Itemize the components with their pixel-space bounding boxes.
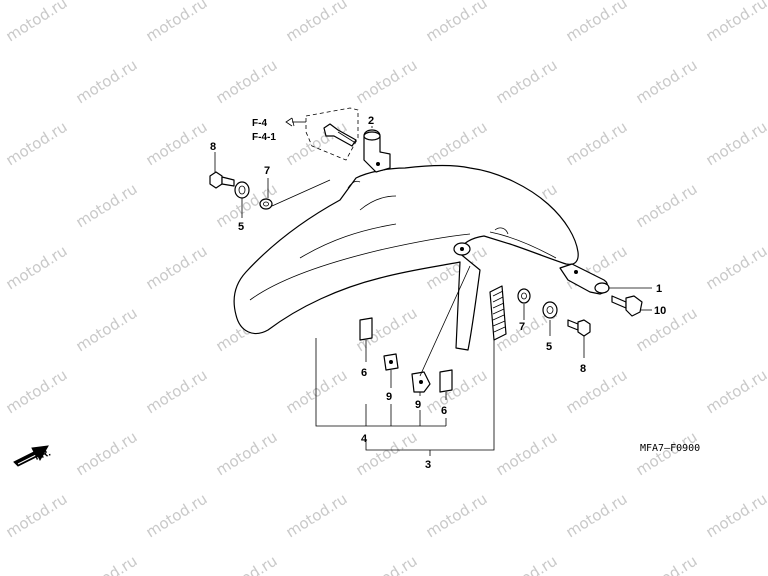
watermark-text: motod.ru (73, 552, 141, 576)
bolt-left[interactable] (209, 171, 235, 189)
watermark-text: motod.ru (143, 242, 211, 294)
flange-bolt-right[interactable] (611, 295, 643, 317)
watermark-text: motod.ru (3, 118, 71, 170)
flange-bolt-inset[interactable] (323, 123, 357, 147)
watermark-text: motod.ru (703, 242, 768, 294)
callout-9-a: 9 (386, 391, 392, 403)
watermark-text: motod.ru (703, 366, 768, 418)
watermark-text: motod.ru (283, 366, 351, 418)
callout-4: 4 (361, 433, 368, 445)
hose-clamp[interactable] (363, 129, 391, 173)
cushion-a[interactable] (359, 317, 373, 341)
collar-right[interactable] (517, 288, 531, 304)
reference-f4[interactable]: F-4 (252, 118, 267, 129)
nut-clip-a[interactable] (383, 353, 399, 371)
reference-f4-1[interactable]: F-4-1 (252, 132, 276, 143)
watermark-text: motod.ru (73, 428, 141, 480)
callout-2: 2 (368, 115, 374, 127)
watermark-text: motod.ru (493, 428, 561, 480)
watermark-text: motod.ru (563, 366, 631, 418)
collar-left[interactable] (259, 198, 273, 210)
watermark-text: motod.ru (283, 0, 351, 45)
watermark-text: motod.ru (423, 490, 491, 542)
watermark-text: motod.ru (143, 0, 211, 45)
watermark-text: motod.ru (143, 366, 211, 418)
callout-numbers: 2 8 7 5 1 10 7 5 8 6 9 9 6 4 3 (210, 115, 666, 471)
callout-10: 10 (654, 305, 666, 317)
callout-5-left: 5 (238, 221, 244, 233)
callout-6-b: 6 (441, 405, 447, 417)
callout-8-right: 8 (580, 363, 586, 375)
watermark-text: motod.ru (283, 118, 351, 170)
watermark-text: motod.ru (563, 490, 631, 542)
watermark-text: motod.ru (353, 552, 421, 576)
watermark-text: motod.ru (73, 304, 141, 356)
watermark-text: motod.ru (493, 552, 561, 576)
watermark-text: motod.ru (703, 490, 768, 542)
callout-6-a: 6 (361, 367, 367, 379)
watermark-text: motod.ru (3, 490, 71, 542)
grommet-left[interactable] (234, 181, 250, 199)
callout-9-b: 9 (415, 399, 421, 411)
watermark-text: motod.ru (633, 56, 701, 108)
front-direction-label: FR. (34, 447, 53, 463)
watermark-text: motod.ru (423, 0, 491, 45)
watermark-text: motod.ru (563, 118, 631, 170)
cushion-b[interactable] (439, 369, 453, 393)
watermark-text: motod.ru (703, 118, 768, 170)
watermark-text: motod.ru (423, 118, 491, 170)
grommet-right[interactable] (542, 301, 558, 319)
watermark-text: motod.ru (703, 0, 768, 45)
watermark-text: motod.ru (3, 0, 71, 45)
watermark-text: motod.ru (633, 552, 701, 576)
watermark-text: motod.ru (213, 428, 281, 480)
reference-callout-box (285, 107, 359, 161)
watermark-text: motod.ru (493, 56, 561, 108)
callout-8-left: 8 (210, 141, 216, 153)
watermark-text: motod.ru (633, 304, 701, 356)
callout-7-right: 7 (519, 321, 525, 333)
nut-clip-b[interactable] (411, 371, 431, 393)
watermark-text: motod.ru (3, 366, 71, 418)
callout-7-left: 7 (264, 165, 270, 177)
leader-collar-to-fender (271, 179, 331, 207)
front-direction-marker: FR. (13, 445, 53, 467)
fender-bracket[interactable] (559, 263, 610, 295)
watermark-text: motod.ru (213, 552, 281, 576)
watermark-text: motod.ru (143, 490, 211, 542)
callout-1: 1 (656, 283, 662, 295)
diagram-code: MFA7–F0900 (640, 443, 700, 454)
fender-pad[interactable] (489, 285, 507, 341)
watermark-text: motod.ru (563, 0, 631, 45)
callout-3: 3 (425, 459, 431, 471)
leader-lines (214, 126, 652, 456)
watermark-text: motod.ru (423, 366, 491, 418)
watermark-text: motod.ru (353, 56, 421, 108)
front-fender[interactable] (233, 164, 579, 351)
watermark-text: motod.ru (3, 242, 71, 294)
watermark-text: motod.ru (283, 490, 351, 542)
watermark-text: motod.ru (73, 56, 141, 108)
watermark-text: motod.ru (143, 118, 211, 170)
watermark-text: motod.ru (633, 180, 701, 232)
watermark-text: motod.ru (73, 180, 141, 232)
bolt-right[interactable] (567, 319, 591, 337)
callout-5-right: 5 (546, 341, 552, 353)
watermark-text: motod.ru (213, 56, 281, 108)
